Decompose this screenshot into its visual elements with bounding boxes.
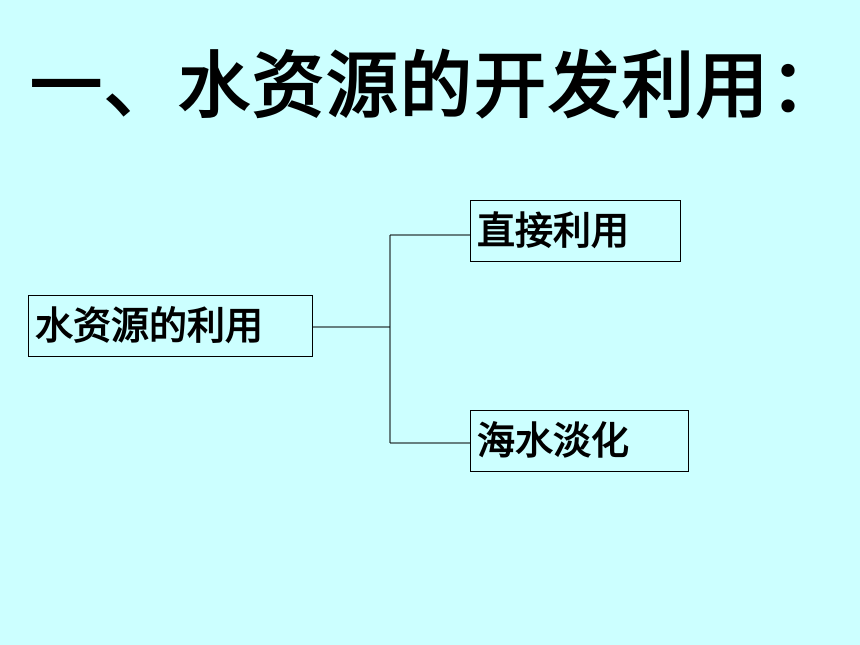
node-water-resource-use: 水资源的利用	[28, 295, 313, 357]
node-direct-use: 直接利用	[470, 200, 681, 262]
slide-title: 一、水资源的开发利用：	[30, 44, 845, 128]
node-seawater-desalination: 海水淡化	[470, 410, 689, 472]
